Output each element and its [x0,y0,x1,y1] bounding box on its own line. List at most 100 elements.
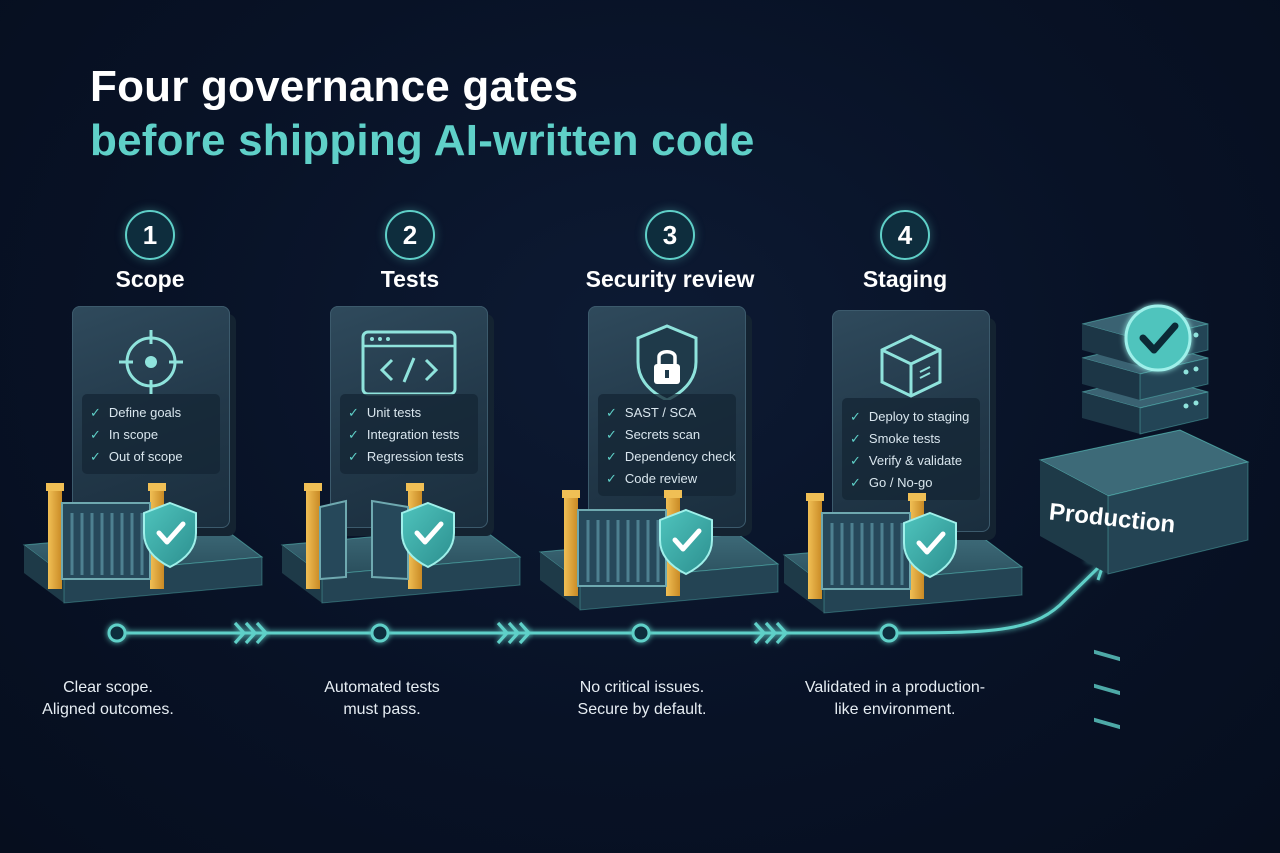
production-base-side [1040,460,1108,574]
check-icon: ✓ [850,475,861,490]
chevron [507,621,521,645]
check-icon: ✓ [850,409,861,424]
window-dot [370,337,374,341]
gate-card: ✓ Unit tests ✓ Integration tests ✓Regression… [330,306,488,528]
check-icon: ✓ [606,405,617,420]
check-icon: ✓ [348,427,359,442]
gate-checklist: ✓ Define goals ✓In scope✓Out of scope [82,394,220,474]
flow-line [107,558,1107,645]
checklist-item: ✓ Unit tests [348,402,470,424]
checklist-item: ✓ Secrets scan [606,424,728,446]
chevron [753,621,767,645]
gate-platform [280,526,522,604]
checklist-item-text: Unit tests [366,405,422,420]
lock-keyhole [665,370,669,378]
gate-caption: Validated in a production-like environme… [775,677,1015,721]
chevron [518,621,532,645]
gate-number-badge: 4 [880,210,930,260]
checklist-item-text: Define goals [108,405,182,420]
checklist-item-text: Out of scope [108,449,183,464]
caption-line: Clear scope. [63,679,153,696]
flow-chevrons [753,621,789,645]
cube-icon [880,334,942,398]
checklist-item: ✓ Integration tests [348,424,470,446]
server-led [1183,403,1189,409]
gate-checklist: ✓SAST / SCA✓Secrets scan✓Dependency chec… [598,394,736,496]
target-dot [145,356,157,368]
checklist-item: ✓ Smoke tests [850,428,972,450]
window-frame [361,330,457,396]
shield-lock-icon [636,324,698,400]
gate-number-badge: 2 [385,210,435,260]
cube-label-lines [919,366,931,379]
chevron [233,621,247,645]
chevron [764,621,778,645]
checklist-item-text: Secrets scan [624,427,701,442]
shield-outline [636,324,698,400]
flow-node [631,623,651,643]
check-icon: ✓ [850,453,861,468]
server-light [1094,683,1120,696]
check-icon: ✓ [348,405,359,420]
caption-line: like environment. [834,701,956,718]
checklist-item-text: Dependency check [624,449,736,464]
caption-line: No critical issues. [579,679,705,696]
gate-number-badge: 1 [125,210,175,260]
server-led [1183,369,1189,375]
title-line-1: Four governance gates [90,62,579,111]
gate-card: ✓SAST / SCA✓Secrets scan✓Dependency chec… [588,306,746,528]
check-icon: ✓ [606,427,617,442]
server-light [1094,717,1120,730]
window-dot [378,337,382,341]
checklist-item: ✓Out of scope [90,446,212,468]
check-icon: ✓ [850,431,861,446]
gate-card: ✓ Deploy to staging ✓ Smoke tests ✓ Verify & … [832,310,990,532]
status-check-circle [1124,304,1192,372]
checklist-item: ✓ SAST / SCA [606,402,728,424]
checkmark-icon [1139,322,1179,354]
checklist-item: ✓Go / No-go [850,472,972,494]
gate-name: Tests [380,266,440,292]
server-side [1082,358,1140,400]
cube-edges [881,348,941,396]
checklist-item-text: SAST / SCA [624,405,697,420]
gate-caption: Clear scope. Aligned outcomes. [0,677,228,721]
caption-line: Aligned outcomes. [42,701,174,718]
flow-chevrons [496,621,532,645]
server-front [1139,357,1209,401]
chevron [255,621,269,645]
gate-checklist: ✓ Deploy to staging ✓ Smoke tests ✓ Verify & … [842,398,980,500]
caption-line: Validated in a production- [804,679,986,696]
server-front [1139,391,1209,435]
gate-name: Scope [115,266,185,292]
flow-chevrons [233,621,269,645]
gate-checklist: ✓ Unit tests ✓ Integration tests ✓Regression… [340,394,478,474]
server-led [1193,332,1199,338]
caption-line: Automated tests [324,679,440,696]
code-brackets [379,357,439,383]
checklist-item: ✓Code review [606,468,728,490]
check-icon: ✓ [606,471,617,486]
chevron [244,621,258,645]
gate-platform [782,536,1024,614]
chevron [775,621,789,645]
checklist-item-text: Integration tests [366,427,460,442]
checklist-item-text: Regression tests [366,449,464,464]
gate-name: Staging [862,266,948,292]
server-side [1082,392,1140,434]
checklist-item: ✓Regression tests [348,446,470,468]
code-window-icon [361,330,457,396]
checklist-item-text: Smoke tests [868,431,941,446]
gate-card: ✓ Define goals ✓In scope✓Out of scope [72,306,230,528]
checklist-item-text: Deploy to staging [868,409,970,424]
gate-number-badge: 3 [645,210,695,260]
checklist-item: ✓In scope [90,424,212,446]
server-led [1193,366,1199,372]
check-icon: ✓ [90,427,101,442]
checklist-item-text: Verify & validate [868,453,963,468]
lock-shackle [657,350,677,364]
checklist-item: ✓Dependency check [606,446,735,468]
title-line-2: before shipping AI-written code [90,116,755,165]
production-server: Production [1038,304,1250,730]
